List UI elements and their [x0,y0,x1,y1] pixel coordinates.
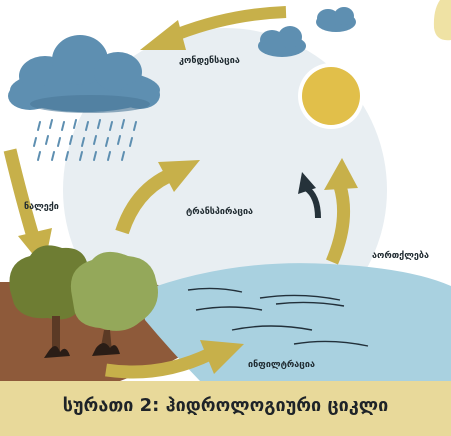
small-cloud-2 [258,26,306,57]
water-ripples [187,287,369,347]
evaporation-label: აორთქლება [372,251,429,261]
infiltration-label: ინფილტრაცია [248,360,315,370]
tree-back [9,245,93,356]
sun [302,67,360,125]
precipitation-label: ნალექი [24,202,59,212]
rain-cloud-shading [30,95,150,113]
dark-small-arrow [298,172,321,219]
corner-blob [433,0,451,41]
small-cloud-1 [316,7,356,32]
roots [44,343,120,358]
evaporation-arrow [324,158,358,265]
condensation-arrow [140,6,287,50]
infiltration-arrow [105,340,244,379]
figure-caption: სურათი 2: ჰიდროლოგიური ციკლი [62,395,389,416]
transpiration-label: ტრანსპირაცია [186,207,254,217]
caption-bar [0,381,451,436]
transpiration-arrow [115,160,200,235]
rain-drops [33,119,137,161]
condensation-label: კონდენსაცია [179,56,240,66]
